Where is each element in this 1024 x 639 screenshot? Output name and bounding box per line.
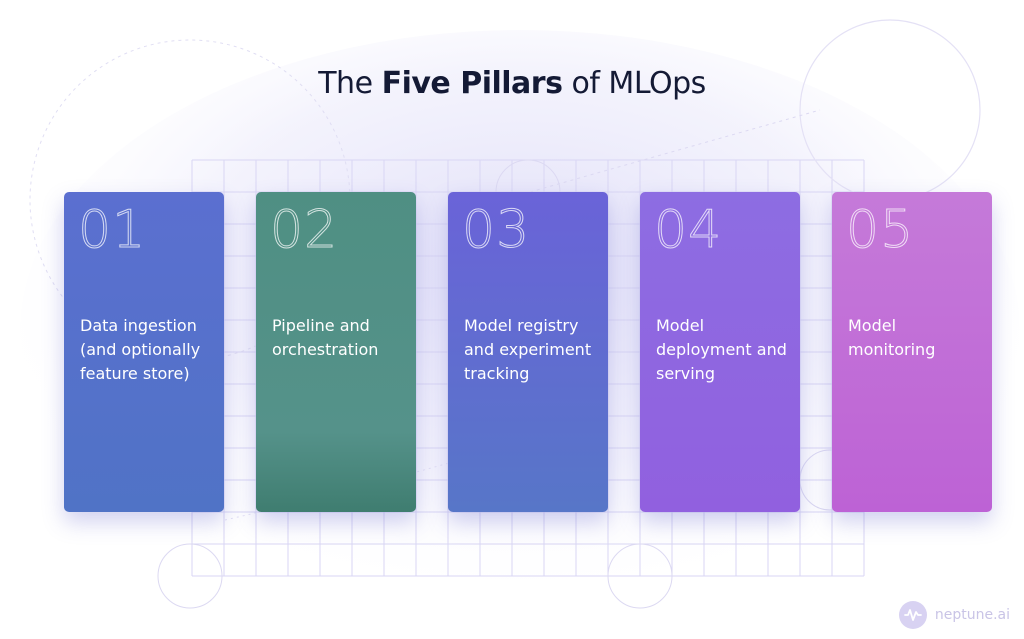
pillar-number: 03 [461,200,531,261]
brand-name: neptune.ai [934,607,1010,623]
title-prefix: The [318,66,373,101]
pillar-label: Model registry and experiment tracking [464,316,592,383]
pillar-number: 05 [845,200,915,261]
pillar-label: Model deployment and serving [656,316,787,383]
pillar-number: 04 [653,200,723,261]
page-title: The Five Pillars of MLOps [0,66,1024,101]
pillar-label: Data ingestion (and optionally feature s… [80,316,201,383]
pillar-number: 02 [269,200,339,261]
pillar-card-5: 05 Model monitoring [832,192,992,512]
pillar-card-3: 03 Model registry and experiment trackin… [448,192,608,512]
pillar-card-2: 02 Pipeline and orchestration [256,192,416,512]
pillar-card-1: 01 Data ingestion (and optionally featur… [64,192,224,512]
pillar-number: 01 [77,200,147,261]
pillar-card-4: 04 Model deployment and serving [640,192,800,512]
title-suffix: of MLOps [571,66,706,101]
brand-logo: neptune.ai [898,601,1010,629]
title-emphasis: Five Pillars [381,66,563,101]
pillar-label: Pipeline and orchestration [272,316,379,359]
pillar-label: Model monitoring [848,316,936,359]
neptune-wave-icon [898,601,927,629]
